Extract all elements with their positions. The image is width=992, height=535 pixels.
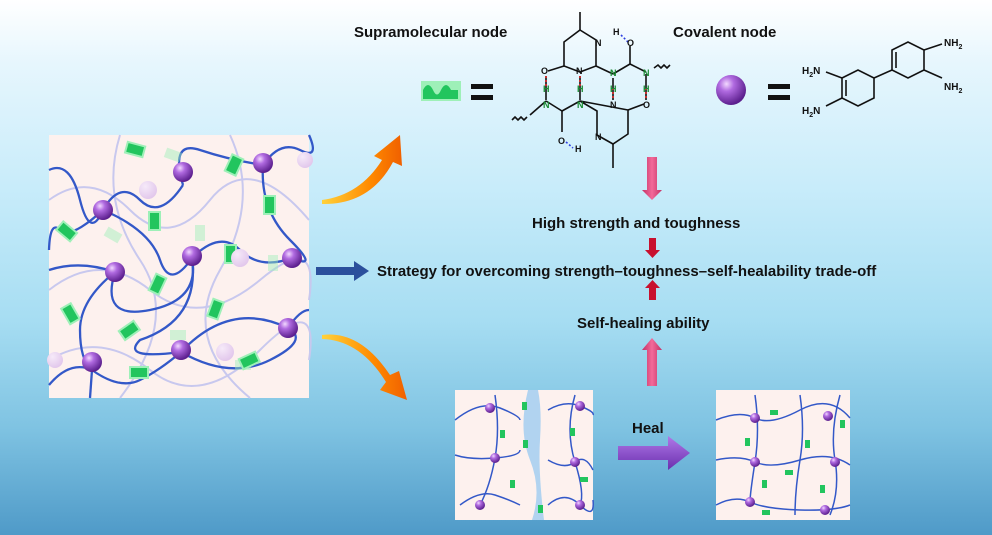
covalent-node-label: Covalent node [673,24,777,41]
covalent-node [173,162,193,182]
covalent-node [82,352,102,372]
supramolecular-node [263,195,276,215]
supramolecular-node [148,211,161,231]
high-strength-label: High strength and toughness [532,215,741,232]
atom-o: O [643,100,650,110]
supramolecular-node [237,350,262,371]
orange-curved-arrow-down [322,334,407,400]
orange-curved-arrow-up [322,135,402,205]
supramolecular-node-label: Supramolecular node [354,24,508,41]
hydrogen-bonds [545,76,647,100]
amine-label: NH2 [944,38,962,51]
supramolecular-node [123,140,147,159]
covalent-node [253,153,273,173]
atom-h: H [543,84,550,94]
heal-label: Heal [632,420,664,437]
network-panel-cracked [454,390,594,520]
self-healing-label: Self-healing ability [577,315,710,332]
amine-label: H2N [802,66,820,79]
amine-label: NH2 [944,82,962,95]
intramolecular-h-bonds [565,34,629,149]
equals-sign-2 [768,84,790,100]
supramolecular-node [54,219,79,243]
covalent-node [182,246,202,266]
upy-dimer-structure [511,12,671,168]
atom-n: N [576,66,583,76]
supramolecular-node [147,272,168,297]
pink-arrow-down [642,157,662,200]
covalent-node [171,340,191,360]
network-panel-healed [715,390,851,520]
equals-sign-1 [471,84,493,100]
red-arrow-up [645,280,660,300]
atom-n: N [610,68,617,78]
supramolecular-node [223,152,245,178]
atom-o: O [627,38,634,48]
heal-arrow [618,436,690,470]
strategy-label: Strategy for overcoming strength–toughne… [377,263,877,280]
tetraaminobiphenyl-structure [825,41,943,107]
covalent-node [282,248,302,268]
supramolecular-node [59,301,82,326]
atom-n: N [595,38,602,48]
supramolecular-node [205,297,225,321]
covalent-node [105,262,125,282]
pink-arrow-up [642,338,662,386]
supramolecular-node [117,319,142,342]
atom-h: H [610,84,617,94]
atom-h: H [575,144,582,154]
atom-o: O [558,136,565,146]
amine-label: H2N [802,106,820,119]
supramolecular-node-icon [421,81,461,101]
atom-n: N [610,100,617,110]
covalent-node [278,318,298,338]
red-arrow-down [645,238,660,258]
network-panel-main [47,134,315,399]
atom-h: H [643,84,650,94]
atom-n: N [643,68,650,78]
atom-n: N [595,132,602,142]
covalent-node-icon [716,75,746,105]
atom-n: N [577,100,584,110]
navy-arrow-right [316,261,369,281]
atom-o: O [541,66,548,76]
covalent-node [93,200,113,220]
supramolecular-node [129,366,149,379]
atom-h: H [613,27,620,37]
atom-n: N [543,100,550,110]
atom-h: H [577,84,584,94]
